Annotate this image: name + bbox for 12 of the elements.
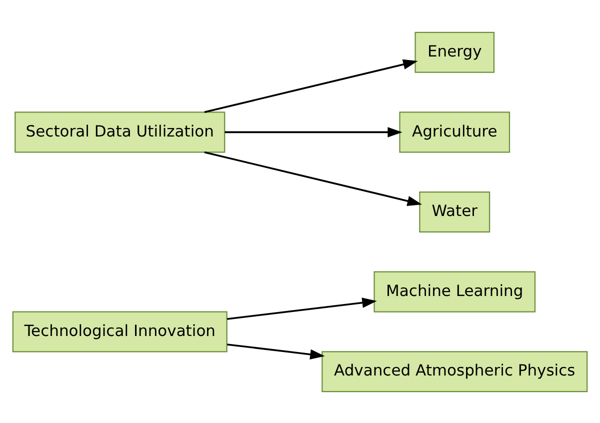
arrow xyxy=(204,150,422,206)
arrow xyxy=(204,58,418,113)
node-box: Technological Innovation xyxy=(12,310,228,352)
node-box: Advanced Atmospheric Physics xyxy=(322,350,588,392)
arrow xyxy=(227,297,377,320)
node-box: Machine Learning xyxy=(374,270,536,312)
node-box: Sectoral Data Utilization xyxy=(14,111,226,152)
node-box: Water xyxy=(419,191,490,232)
node-box: Energy xyxy=(414,31,495,72)
arrow xyxy=(224,126,402,137)
arrow xyxy=(227,343,325,360)
node-box: Agriculture xyxy=(399,111,510,152)
